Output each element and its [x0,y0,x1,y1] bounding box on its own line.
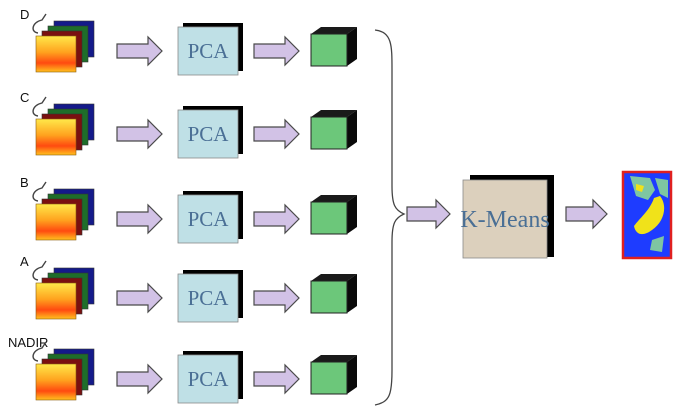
image-band-front [35,363,77,401]
output-cube-side [347,110,357,149]
view-bracket [32,181,47,202]
pipeline-row: C PCA [20,90,357,159]
pca-box [177,26,239,76]
pipeline-row: NADIR PCA [8,335,357,404]
camera-label: D [20,7,29,22]
arrow-to-pca [116,282,163,314]
output-cube-side [347,195,357,234]
arrow-to-pca [116,363,163,395]
pca-label: PCA [188,207,230,231]
camera-label: B [20,175,29,190]
pca-box [177,109,239,159]
output-block [310,27,357,67]
view-bracket [32,96,47,117]
arrow-to-pca [116,203,163,235]
output-cube-side [347,27,357,66]
output-cube-side [347,274,357,313]
arrow-to-pca [116,118,163,150]
view-bracket [32,13,47,34]
camera-label: A [20,254,29,269]
output-cube-front [310,280,348,314]
pca-box [177,194,239,244]
image-stack [32,96,95,156]
output-cube-side [347,355,357,394]
pca-box [177,273,239,323]
output-block [310,110,357,150]
arrow-to-pca [116,35,163,67]
map-region-yellow [634,196,665,235]
image-band-front [35,35,77,73]
output-cube-top [311,27,357,34]
image-band-front [35,282,77,320]
output-cube-top [311,355,357,362]
output-cube-front [310,33,348,67]
pipeline-row: A PCA [20,254,357,323]
output-cube-top [311,110,357,117]
output-block [310,355,357,395]
pipeline-row: D PCA [20,7,357,76]
kmeans-box [462,179,548,259]
output-cube-top [311,274,357,281]
arrow-to-map [565,198,608,230]
image-band-front [35,118,77,156]
arrow-to-output [253,363,300,395]
camera-label: NADIR [8,335,48,350]
output-cube-front [310,361,348,395]
camera-label: C [20,90,29,105]
pca-label: PCA [188,39,230,63]
output-cube-top [311,195,357,202]
output-block [310,274,357,314]
image-stack [32,181,95,241]
output-cube-front [310,201,348,235]
map-region-green [655,178,668,198]
arrow-to-output [253,35,300,67]
kmeans-label: K-Means [460,207,549,233]
arrow-to-output [253,118,300,150]
arrow-to-output [253,282,300,314]
map-region-green [650,236,664,252]
output-cube-front [310,116,348,150]
image-stack [32,260,95,320]
merge-brace [374,29,406,406]
image-band-front [35,203,77,241]
pca-box [177,354,239,404]
image-stack [32,13,95,73]
image-stack [32,341,95,401]
pca-label: PCA [188,122,230,146]
pca-label: PCA [188,286,230,310]
arrow-to-output [253,203,300,235]
map-region-yellow [636,184,644,192]
arrow-to-kmeans [406,198,451,230]
view-bracket [32,341,47,362]
pca-label: PCA [188,367,230,391]
classification-map [621,170,673,260]
pipeline-row: B PCA [20,175,357,244]
output-block [310,195,357,235]
view-bracket [32,260,47,281]
